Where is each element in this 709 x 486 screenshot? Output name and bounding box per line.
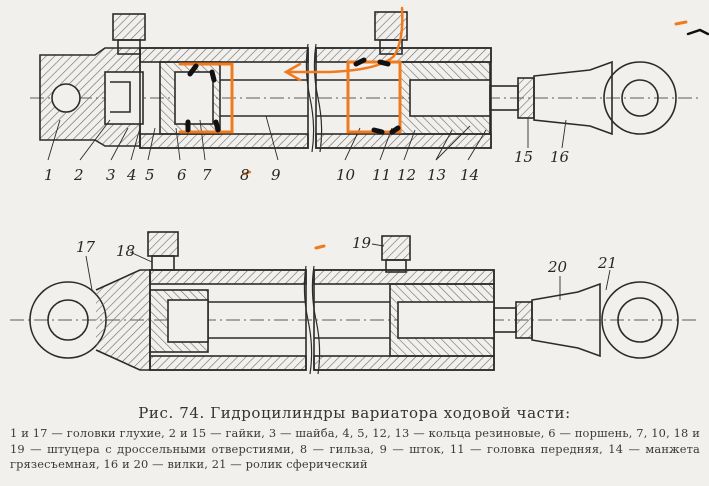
label-18: 18	[116, 242, 136, 260]
label-2: 2	[74, 166, 84, 184]
label-5: 5	[145, 166, 155, 184]
label-13: 13	[427, 166, 447, 184]
label-10: 10	[336, 166, 356, 184]
label-8: 8	[240, 166, 250, 184]
figure-caption-legend: 1 и 17 — головки глухие, 2 и 15 — гайки,…	[10, 426, 700, 471]
bottom-cylinder	[10, 231, 700, 375]
label-15: 15	[514, 148, 534, 166]
label-14: 14	[460, 166, 480, 184]
top-cylinder	[30, 11, 700, 153]
hand-annotations	[178, 6, 709, 250]
label-20: 20	[548, 258, 568, 276]
label-7: 7	[202, 166, 212, 184]
label-12: 12	[397, 166, 417, 184]
label-9: 9	[271, 166, 281, 184]
label-3: 3	[106, 166, 116, 184]
label-16: 16	[550, 148, 570, 166]
label-17: 17	[76, 238, 96, 256]
label-21: 21	[598, 254, 618, 272]
label-1: 1	[44, 166, 54, 184]
label-19: 19	[352, 234, 372, 252]
figure-caption-title: Рис. 74. Гидроцилиндры вариатора ходовой…	[138, 404, 571, 422]
label-4: 4	[127, 166, 137, 184]
label-11: 11	[372, 166, 392, 184]
label-6: 6	[177, 166, 187, 184]
